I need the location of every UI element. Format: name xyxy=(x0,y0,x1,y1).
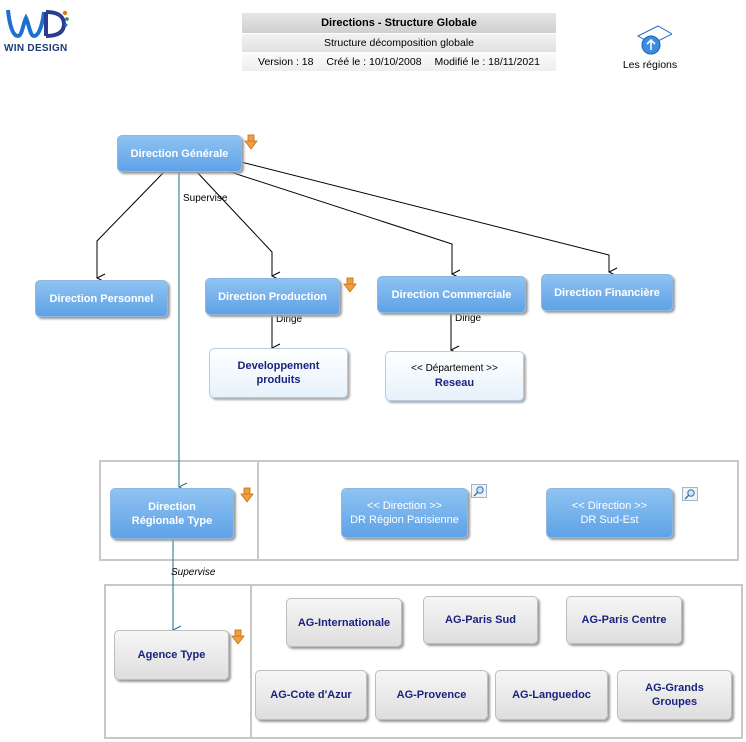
modified-label: Modifié le : 18/11/2021 xyxy=(434,56,540,68)
node-label-line2: Régionale Type xyxy=(131,514,213,527)
edge-label-dirige-commerciale: Dirige xyxy=(455,313,482,324)
node-ag-paris-centre[interactable]: AG-Paris Centre xyxy=(566,596,682,644)
diagram-title: Directions - Structure Globale xyxy=(242,13,556,33)
edge-dg-dcom xyxy=(211,165,452,274)
drill-down-arrow-icon[interactable] xyxy=(343,277,357,293)
node-direction-generale[interactable]: Direction Générale xyxy=(117,135,242,172)
edge-dg-dprod xyxy=(195,170,272,276)
node-label-line1: Direction xyxy=(148,500,196,513)
node-direction-commerciale[interactable]: Direction Commerciale xyxy=(377,276,526,313)
node-direction-regionale-type[interactable]: Direction Régionale Type xyxy=(110,488,234,539)
regional-frame xyxy=(99,460,739,561)
node-direction-personnel[interactable]: Direction Personnel xyxy=(35,280,168,317)
diagram-subtitle: Structure décomposition globale xyxy=(242,34,556,52)
agency-frame-divider xyxy=(250,584,252,739)
drill-down-arrow-icon[interactable] xyxy=(240,487,254,503)
node-ag-cote-dazur[interactable]: AG-Cote d'Azur xyxy=(255,670,367,720)
logo-text: WIN DESIGN xyxy=(4,43,68,54)
node-label: Reseau xyxy=(434,377,475,389)
node-label-line1: AG-Grands xyxy=(645,682,704,694)
node-label-line1: Developpement xyxy=(237,360,320,372)
logo-mark xyxy=(6,9,69,39)
edge-dg-dp xyxy=(97,170,166,278)
node-ag-paris-sud[interactable]: AG-Paris Sud xyxy=(423,596,538,644)
drill-down-arrow-icon[interactable] xyxy=(244,134,258,150)
node-label-line2: produits xyxy=(256,374,301,386)
node-dr-region-parisienne[interactable]: << Direction >> DR Région Parisienne xyxy=(341,488,468,538)
version-label: Version : 18 xyxy=(258,56,314,68)
node-stereotype: << Direction >> xyxy=(366,500,443,512)
regional-frame-divider xyxy=(257,460,259,561)
zoom-view-icon[interactable] xyxy=(471,484,487,498)
edge-dg-dfin xyxy=(240,161,609,272)
node-ag-grands-groupes[interactable]: AG-Grands Groupes xyxy=(617,670,732,720)
node-developpement-produits[interactable]: Developpement produits xyxy=(209,348,348,398)
regions-link[interactable]: Les régions xyxy=(612,24,688,71)
node-ag-languedoc[interactable]: AG-Languedoc xyxy=(495,670,608,720)
logo: WIN DESIGN xyxy=(4,4,70,54)
node-direction-production[interactable]: Direction Production xyxy=(205,278,340,315)
edge-label-dirige-production: Dirige xyxy=(276,314,303,325)
node-label-line2: Groupes xyxy=(651,696,698,708)
regions-link-label: Les régions xyxy=(622,59,678,71)
node-dr-sud-est[interactable]: << Direction >> DR Sud-Est xyxy=(546,488,673,538)
agency-frame xyxy=(104,584,743,739)
zoom-view-icon[interactable] xyxy=(682,487,698,501)
node-departement-reseau[interactable]: << Département >> Reseau xyxy=(385,351,524,401)
node-label: DR Sud-Est xyxy=(580,514,639,526)
node-stereotype: << Direction >> xyxy=(571,500,648,512)
created-label: Créé le : 10/10/2008 xyxy=(326,56,422,68)
drill-down-arrow-icon[interactable] xyxy=(231,629,245,645)
node-stereotype: << Département >> xyxy=(411,363,498,374)
edge-label-supervise-agence: Supervise xyxy=(171,567,216,578)
node-direction-financiere[interactable]: Direction Financière xyxy=(541,274,673,311)
node-agence-type[interactable]: Agence Type xyxy=(114,630,229,680)
diagram-meta: Version : 18 Créé le : 10/10/2008 Modifi… xyxy=(242,53,556,71)
edge-label-supervise: Supervise xyxy=(183,193,228,204)
node-ag-provence[interactable]: AG-Provence xyxy=(375,670,488,720)
node-label: DR Région Parisienne xyxy=(350,514,459,526)
node-ag-internationale[interactable]: AG-Internationale xyxy=(286,598,402,647)
